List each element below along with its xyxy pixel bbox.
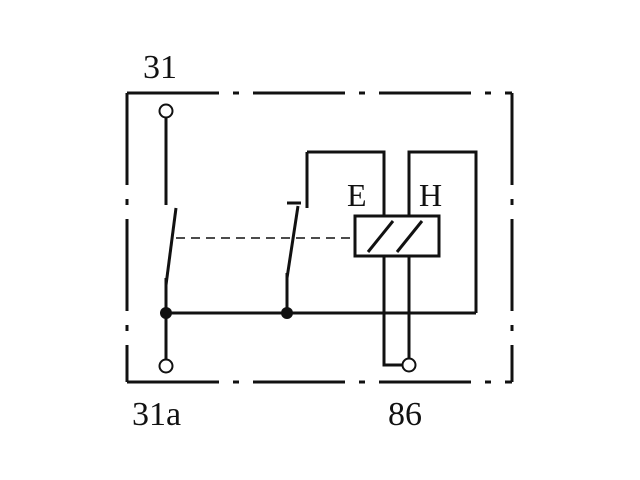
winding-h-lead	[407, 150, 478, 313]
main-switch	[164, 118, 178, 360]
terminal-label-86: 86	[388, 396, 422, 433]
winding-e-lead	[307, 150, 386, 216]
terminal-label-31a: 31a	[132, 396, 181, 433]
coil-label-h: H	[419, 177, 442, 213]
junction-node-middle	[281, 307, 293, 319]
winding-e-return	[382, 256, 408, 367]
junction-node-left	[160, 307, 172, 319]
housing-outline	[125, 91, 514, 384]
terminal-31a	[158, 358, 174, 374]
terminal-31	[158, 103, 174, 119]
second-contact	[285, 152, 309, 313]
relay-coil	[353, 214, 441, 258]
terminal-86	[401, 357, 417, 373]
coil-label-e: E	[347, 177, 367, 213]
terminal-label-31: 31	[143, 49, 177, 86]
